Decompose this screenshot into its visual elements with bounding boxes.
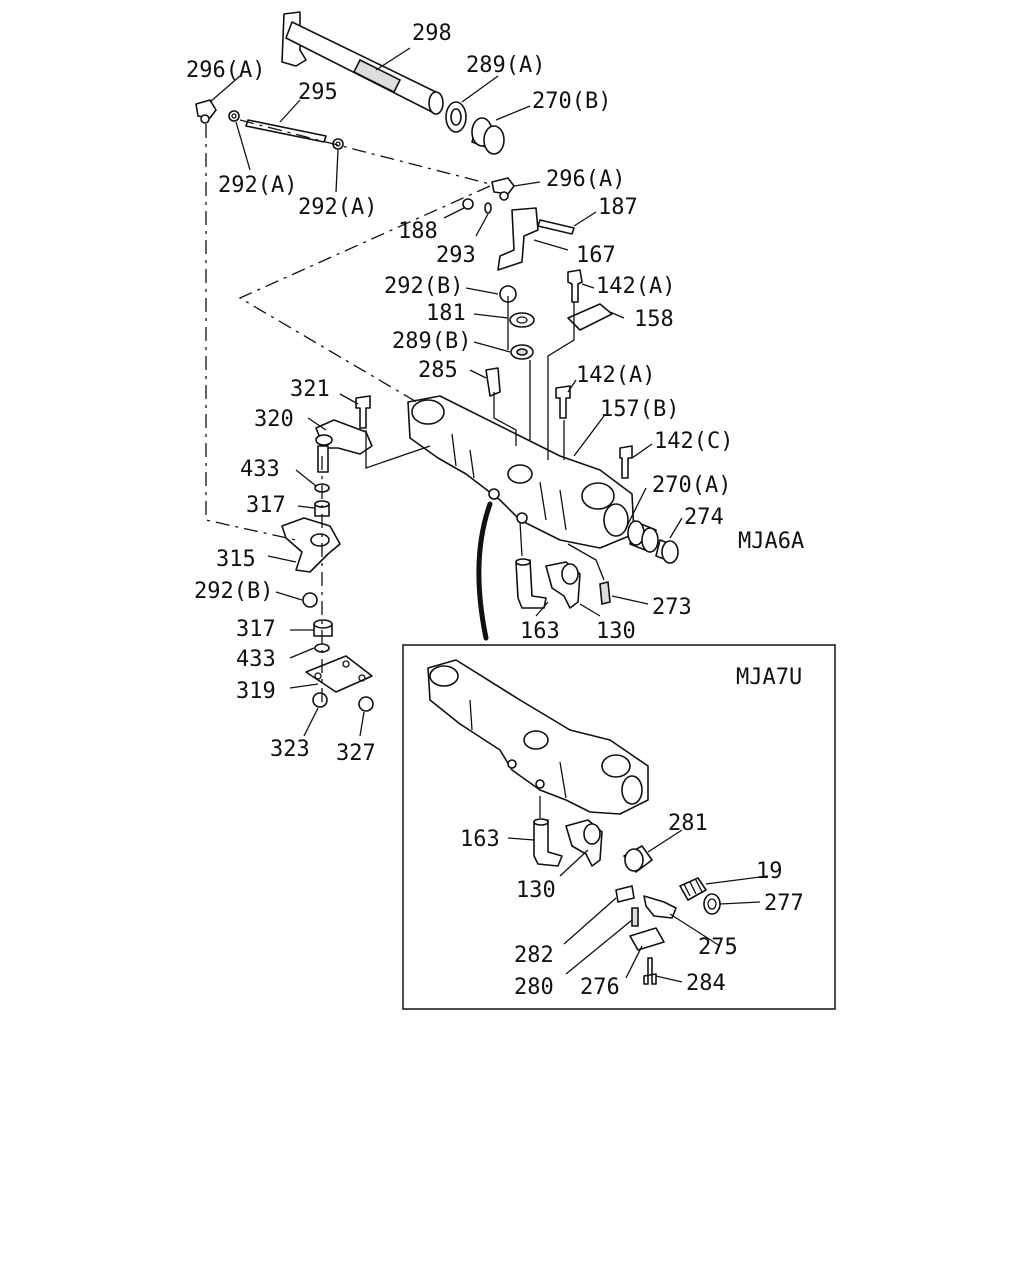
- part-317-bushing-low: [313, 619, 333, 637]
- label-320: 320: [254, 407, 294, 432]
- label-292a-left: 292(A): [218, 173, 297, 198]
- part-142c-bolt: [619, 445, 633, 479]
- label-292b-low: 292(B): [194, 579, 273, 604]
- inset-part-130-lever: [565, 819, 603, 867]
- part-270b-bushing: [471, 117, 505, 155]
- label-317-low: 317: [236, 617, 276, 642]
- part-315-bracket: [281, 517, 341, 573]
- inset-label-282: 282: [514, 943, 554, 968]
- inset-part-19-spring: [679, 877, 707, 901]
- assembly-lines: [205, 119, 605, 706]
- part-321-bolt: [355, 395, 371, 429]
- code-main: MJA6A: [738, 529, 804, 554]
- inset-part-275-bracket: [643, 895, 677, 919]
- label-292b-top: 292(B): [384, 274, 463, 299]
- code-inset: MJA7U: [736, 665, 802, 690]
- part-292b-nut-low: [302, 592, 318, 608]
- part-285-fitting: [485, 367, 501, 397]
- label-167: 167: [576, 243, 616, 268]
- inset-label-277: 277: [764, 891, 804, 916]
- label-158: 158: [634, 307, 674, 332]
- part-274-cap: [655, 539, 679, 564]
- part-163-shaft: [515, 558, 547, 609]
- label-292a-mid: 292(A): [298, 195, 377, 220]
- inset-panel: MJA7U: [402, 644, 836, 1010]
- label-289a: 289(A): [466, 53, 545, 78]
- inset-label-276: 276: [580, 975, 620, 1000]
- label-296a-top: 296(A): [186, 58, 265, 83]
- part-130-lever: [545, 561, 581, 609]
- part-293-washer: [484, 202, 492, 214]
- part-289b-seal: [510, 344, 534, 360]
- inset-label-130: 130: [516, 878, 556, 903]
- label-163: 163: [520, 619, 560, 644]
- inset-part-281-plug: [623, 845, 653, 873]
- part-270a-bushing: [627, 520, 659, 553]
- part-273-spring-pin: [599, 580, 611, 606]
- inset-part-284-bolt: [643, 957, 657, 985]
- inset-label-275: 275: [698, 935, 738, 960]
- inset-part-163-shaft: [533, 818, 563, 867]
- label-142c: 142(C): [654, 429, 733, 454]
- inset-label-19: 19: [756, 859, 783, 884]
- leader-lines: [209, 47, 683, 737]
- label-295: 295: [298, 80, 338, 105]
- label-270b: 270(B): [532, 89, 611, 114]
- inset-callout-labels: 281 163 19 130 277 282 275 280 276 284: [460, 811, 804, 1000]
- inset-label-281: 281: [668, 811, 708, 836]
- inset-part-277-ring: [703, 893, 721, 915]
- part-323-nut: [312, 692, 328, 708]
- label-142a-mid: 142(A): [576, 363, 655, 388]
- inset-label-284: 284: [686, 971, 726, 996]
- label-187: 187: [598, 195, 638, 220]
- label-315: 315: [216, 547, 256, 572]
- part-187-pin: [537, 219, 575, 235]
- inset-part-276-plate: [629, 927, 665, 951]
- label-323: 323: [270, 737, 310, 762]
- part-296a-ball-joint-left: [195, 99, 217, 124]
- part-327-nut: [358, 696, 374, 712]
- part-298-cross-shaft: [281, 11, 444, 115]
- inset-part-282-fitting: [615, 885, 635, 903]
- part-181-washer: [509, 312, 535, 328]
- inset-part-280-pin: [631, 907, 639, 927]
- part-158-plate: [567, 303, 613, 331]
- label-298: 298: [412, 21, 452, 46]
- label-142a-top: 142(A): [596, 274, 675, 299]
- label-181: 181: [426, 301, 466, 326]
- inset-housing: [427, 659, 649, 815]
- part-319-plate: [305, 655, 373, 693]
- label-319: 319: [236, 679, 276, 704]
- label-327: 327: [336, 741, 376, 766]
- part-295-tie-rod: [245, 119, 327, 143]
- part-317-bushing-top: [314, 500, 330, 517]
- callout-labels: 298 296(A) 289(A) 295 270(B) 292(A) 292(…: [186, 21, 804, 766]
- part-167-bracket: [497, 207, 539, 271]
- label-433-low: 433: [236, 647, 276, 672]
- part-142a-bolt-top: [567, 269, 583, 303]
- part-142a-bolt-mid: [555, 385, 571, 419]
- inset-label-163: 163: [460, 827, 500, 852]
- label-317-top: 317: [246, 493, 286, 518]
- label-188: 188: [398, 219, 438, 244]
- label-130: 130: [596, 619, 636, 644]
- part-296a-ball-joint-mid: [491, 177, 515, 201]
- label-157b: 157(B): [600, 397, 679, 422]
- inset-label-280: 280: [514, 975, 554, 1000]
- label-289b: 289(B): [392, 329, 471, 354]
- inset-leader-lines: [507, 796, 769, 983]
- part-157b-housing: [407, 395, 635, 549]
- label-285: 285: [418, 358, 458, 383]
- label-321: 321: [290, 377, 330, 402]
- label-273: 273: [652, 595, 692, 620]
- label-274: 274: [684, 505, 724, 530]
- part-292a-nut-left: [228, 110, 240, 122]
- part-289a-seal: [445, 101, 467, 133]
- label-433-top: 433: [240, 457, 280, 482]
- part-188-nut: [462, 198, 474, 210]
- label-270a: 270(A): [652, 473, 731, 498]
- label-293: 293: [436, 243, 476, 268]
- label-296a-mid: 296(A): [546, 167, 625, 192]
